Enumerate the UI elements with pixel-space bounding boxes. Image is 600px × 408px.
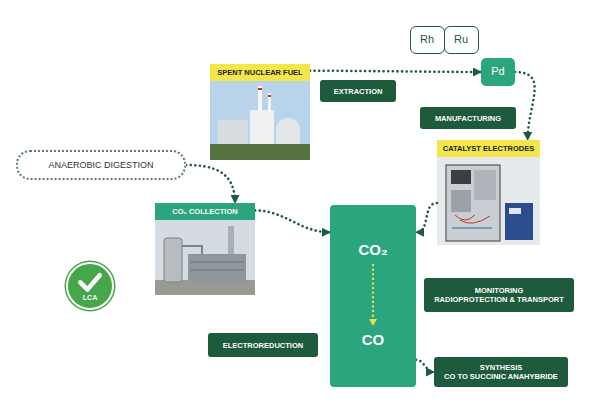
node-text: ANAEROBIC DIGESTION [48,160,153,171]
source-box: ANAEROBIC DIGESTION [16,150,186,180]
lca-badge: LCA [66,262,114,310]
reactor-tank: CO₂ CO [330,205,416,387]
sky [210,81,310,160]
node-text: CO₂ [358,241,387,259]
reaction-arrow [330,205,416,387]
nuclear-plant-photo [210,81,310,160]
container-unit [188,254,246,282]
step-box: MONITORINGRADIOPROTECTION & TRANSPORT [424,278,574,312]
card-label: CO₂ COLLECTION [155,203,255,220]
dotted-connector [416,203,437,232]
sky [155,220,255,295]
pipe [182,246,202,254]
tank [164,238,182,282]
gas-plant-photo [155,220,255,295]
dotted-connector [515,72,535,140]
node-text: CATALYST ELECTRODES [443,144,535,153]
reactor-dome [276,118,300,146]
card-label: CATALYST ELECTRODES [437,140,540,157]
step-box: ELECTROREDUCTION [208,333,318,357]
element-chip: Pd [481,58,515,86]
node-text: MANUFACTURING [435,114,501,123]
node-text: Ru [454,33,468,46]
display [509,208,521,214]
step-box: EXTRACTION [320,80,396,102]
photo-card: CATALYST ELECTRODES [437,140,540,245]
node-text: MONITORING [475,286,524,295]
photo-card: SPENT NUCLEAR FUEL [210,64,310,160]
check-mark [68,264,112,308]
step-box: MANUFACTURING [420,107,516,129]
dotted-connector [310,71,481,72]
reaction-arrow-line [372,265,374,319]
chimney [268,93,271,112]
panel [451,190,471,212]
wires [452,227,492,228]
building [218,120,248,146]
rack [446,165,500,241]
element-chip: Rh [410,26,445,54]
node-text: CO [362,331,385,349]
step-box: SYNTHESISCO TO SUCCINIC ANAHYBRIDE [434,357,568,387]
pipe [228,226,234,258]
chimney-band [268,95,271,97]
node-text: CO TO SUCCINIC ANAHYBRIDE [444,372,558,381]
node-text: SPENT NUCLEAR FUEL [217,68,302,77]
card-label: SPENT NUCLEAR FUEL [210,64,310,81]
photo-card: CO₂ COLLECTION [155,203,255,295]
building [250,110,274,146]
dotted-connector [255,210,330,232]
screen [451,170,471,184]
node-text: SYNTHESIS [480,363,523,372]
reaction-arrow-head [369,319,377,326]
node-text: RADIOPROTECTION & TRANSPORT [434,295,564,304]
node-text: ELECTROREDUCTION [223,341,303,350]
panel [474,170,496,200]
trees [210,144,310,160]
node-text: Rh [420,33,434,46]
wires [455,215,490,223]
dotted-connector [416,360,434,372]
lab-equipment-photo [437,157,540,245]
check-stroke [80,275,99,289]
dotted-connector [186,165,235,203]
element-chip: Ru [444,26,479,54]
chimney [258,86,262,112]
vents [190,262,244,270]
node-text: CO₂ COLLECTION [172,207,237,216]
lab-wall [437,157,540,245]
node-text: EXTRACTION [334,87,383,96]
chimney-band [258,88,262,90]
blue-unit [505,203,533,240]
node-text: Pd [491,65,504,78]
node-text: LCA [83,294,97,302]
